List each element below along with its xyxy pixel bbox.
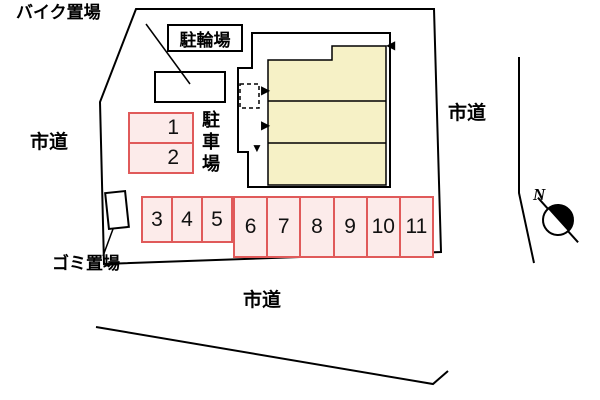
parking-spaces-3-5: 3 4 5 <box>141 196 233 243</box>
parking-spaces-1-2: 1 2 <box>128 112 194 174</box>
label-road-right: 市道 <box>448 103 487 124</box>
garbage-leader-line <box>102 228 114 257</box>
parking-space: 7 <box>266 198 299 256</box>
parking-space: 2 <box>130 142 192 172</box>
dashed-utility-box <box>239 83 260 109</box>
compass-half <box>547 205 573 232</box>
entrance-arrow-icon: ▶ <box>261 118 271 132</box>
parking-space: 3 <box>151 207 163 231</box>
parking-space: 5 <box>201 198 231 241</box>
parking-space: 8 <box>299 198 332 256</box>
road-edge-right <box>518 57 535 264</box>
label-north: N <box>533 185 546 204</box>
entrance-arrow-icon: ▶ <box>261 83 271 97</box>
entrance-arrow-icon: ▼ <box>251 141 263 155</box>
label-bike-parking: バイク置場 <box>16 3 101 22</box>
building-units <box>267 45 387 186</box>
garbage-area-box <box>104 189 130 231</box>
parking-space: 11 <box>398 198 432 256</box>
bike-parking-leader-line <box>145 23 191 85</box>
parking-space: 10 <box>365 198 399 256</box>
entrance-arrow-icon: ◀ <box>386 38 396 52</box>
label-road-bottom: 市道 <box>243 290 282 311</box>
parking-space: 4 <box>171 198 201 241</box>
parking-space: 6 <box>244 215 257 238</box>
parking-space: 9 <box>332 198 366 256</box>
north-compass-icon <box>537 197 579 243</box>
label-road-left: 市道 <box>30 132 69 153</box>
property-boundary <box>98 8 443 266</box>
parking-space: 1 <box>167 116 179 139</box>
bike-parking-area <box>154 71 226 103</box>
label-bicycle-parking: 駐輪場 <box>167 24 243 52</box>
label-car-parking: 駐車場 <box>200 110 220 176</box>
road-edge-bottom <box>95 326 449 386</box>
label-garbage-area: ゴミ置場 <box>52 254 120 273</box>
parking-spaces-6-11: 6 7 8 9 10 11 <box>233 196 434 258</box>
